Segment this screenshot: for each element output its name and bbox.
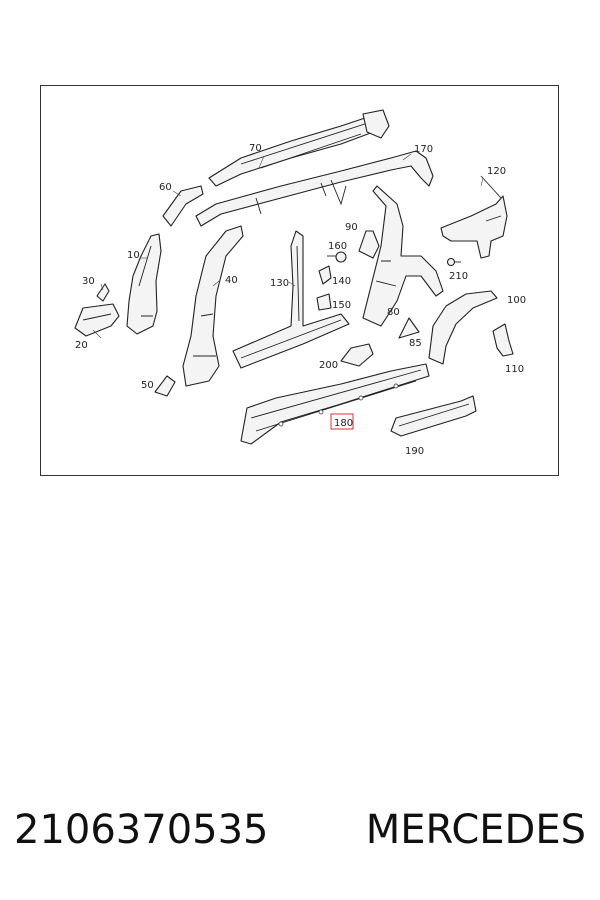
callout-170: 170 [414,144,433,155]
callout-190: 190 [405,446,424,457]
part-20-front-bracket [74,303,120,337]
callout-90: 90 [345,222,358,233]
part-110-bracket [492,323,514,357]
part-50-small-panel [154,375,176,397]
part-30-bracket [96,283,110,302]
part-150-clip [316,293,332,311]
part-160-screw [327,251,347,263]
part-85-triangle [398,317,420,339]
callout-60: 60 [159,182,172,193]
callout-180: 180 [334,418,353,429]
highlight-box-180 [330,413,354,430]
callout-80: 80 [387,307,400,318]
part-100-wheel-arch-outer [428,290,498,365]
part-10-a-pillar [126,233,162,335]
part-60-bracket [162,185,204,227]
product-caption: 2106370535 MERCEDES [0,800,600,860]
part-number: 2106370535 [14,807,269,853]
callout-100: 100 [507,295,526,306]
part-190-sill-extension [390,395,477,437]
parts-diagram: 70 170 60 120 90 160 10 40 130 210 30 14… [40,85,559,476]
callout-130: 130 [270,278,289,289]
callout-10: 10 [127,250,140,261]
part-90-panel [358,230,380,259]
callout-160: 160 [328,241,347,252]
brand-name: MERCEDES [365,807,586,853]
callout-140: 140 [332,276,351,287]
callout-30: 30 [82,276,95,287]
callout-150: 150 [332,300,351,311]
part-80-wheel-arch-inner [362,185,444,327]
callout-210: 210 [449,271,468,282]
callout-70: 70 [249,143,262,154]
part-210-screw [446,257,461,267]
part-70-end-bracket [362,109,390,139]
callout-200: 200 [319,360,338,371]
part-170-roof-frame [195,150,434,227]
part-200-bracket [340,343,374,367]
part-120-rear-quarter [440,195,508,259]
part-40-front-pillar [182,225,244,387]
part-140-clip [318,265,332,285]
callout-50: 50 [141,380,154,391]
callout-20: 20 [75,340,88,351]
callout-120: 120 [487,166,506,177]
exploded-view-drawing: 70 170 60 120 90 160 10 40 130 210 30 14… [74,109,526,457]
callout-85: 85 [409,338,422,349]
callout-40: 40 [225,275,238,286]
callout-110: 110 [505,364,524,375]
part-130-center-pillar [232,230,350,369]
part-180-side-sill [240,363,430,445]
